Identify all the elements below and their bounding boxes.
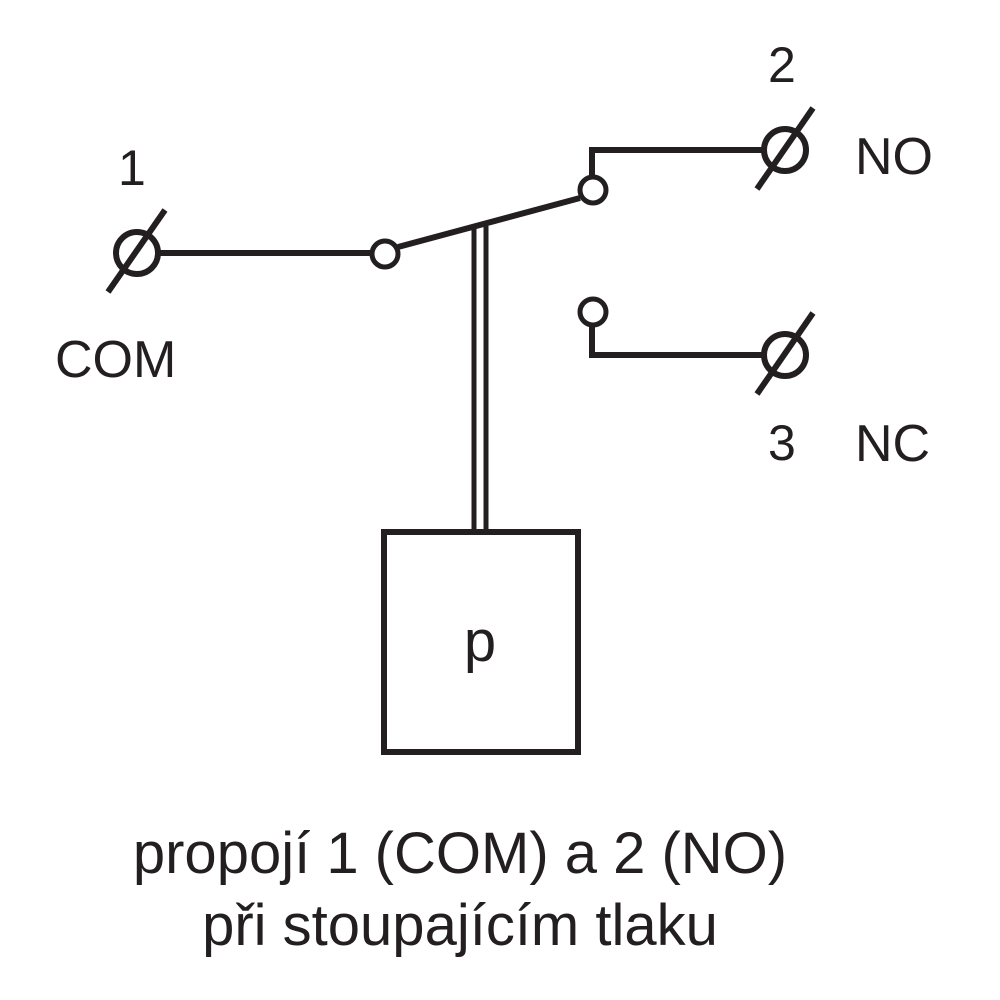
nc-terminal-label: NC	[855, 415, 931, 473]
no-terminal-label: NO	[855, 128, 933, 186]
nc-contact-circle	[577, 296, 609, 328]
com-contact-circle	[369, 238, 401, 270]
nc-wire	[589, 326, 762, 358]
no-terminal-icon	[754, 106, 816, 191]
com-terminal-label: COM	[55, 331, 177, 389]
caption-line-2: při stoupajícím tlaku	[202, 893, 718, 958]
caption-line-1: propojí 1 (COM) a 2 (NO)	[132, 821, 788, 886]
diagram-caption: propojí 1 (COM) a 2 (NO) při stoupajícím…	[0, 818, 920, 962]
switch-blade	[397, 195, 581, 250]
no-wire	[589, 147, 762, 178]
pressure-sensor-box	[381, 529, 581, 755]
no-contact-circle	[577, 174, 609, 206]
nc-terminal-icon	[754, 311, 816, 396]
pressure-sensor-label: p	[463, 608, 497, 674]
no-terminal-number: 2	[768, 37, 796, 93]
nc-terminal-number: 3	[768, 415, 796, 471]
com-terminal-icon	[105, 208, 168, 294]
com-terminal-number: 1	[118, 140, 146, 196]
